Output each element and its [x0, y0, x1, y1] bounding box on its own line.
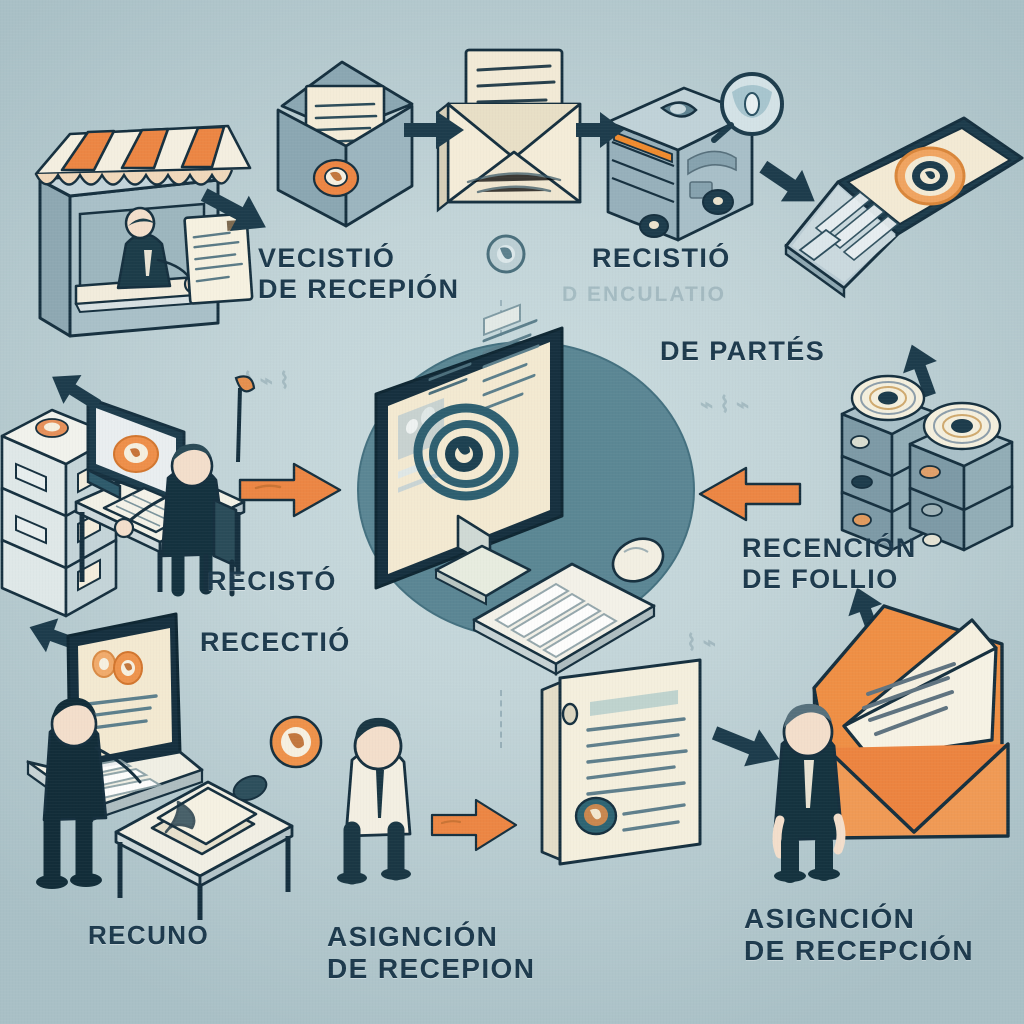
label-asigncion-de-recepion: ASIGNCIÓN DE RECEPION: [327, 921, 536, 985]
arrow-archive-top: [892, 336, 949, 404]
scene-desk-worker: [0, 366, 256, 618]
monitor-seal-icon: [113, 435, 159, 473]
scene-archive-boxes: [834, 368, 1024, 558]
label-recistio: RECISTIÓ: [592, 243, 731, 273]
label-recisto: RECISTÓ: [207, 566, 337, 596]
label-asigncion-de-recepcion: ASIGNCIÓN DE RECEPCIÓN: [744, 903, 974, 967]
scene-service-counter: [18, 118, 268, 343]
label-recectio: RECECTIÓ: [200, 627, 351, 657]
seal-laptop-icon: [894, 146, 966, 206]
arrow-counter-top: [40, 360, 109, 423]
label-de-partes: DE PARTÉS: [660, 336, 826, 366]
label-recuno: RECUNO: [88, 920, 210, 950]
magnifier-icon: [711, 72, 784, 143]
arrow-person-to-doc: [428, 796, 520, 854]
label-vecistio-de-recepion: VECISTIÓ DE RECEPIÓN: [258, 243, 460, 305]
arrow-boxes-to-center: [698, 462, 804, 526]
arrow-envelope-to-van: [574, 110, 626, 150]
scene-orange-envelope: [766, 592, 1024, 883]
arrow-desk-to-center: [236, 458, 344, 522]
scene-open-envelope: [434, 42, 594, 222]
seal-desk-icon: [35, 418, 69, 438]
arrow-van-to-laptop: [749, 147, 828, 220]
ghost-marks-bottom: ⌇⌁: [686, 630, 722, 655]
scene-central-workstation: [357, 303, 696, 676]
scene-stamped-document: [528, 656, 718, 876]
seal-box-icon: [312, 158, 360, 198]
scene-open-box-documents: [272, 58, 432, 238]
scene-scanner-van: [592, 62, 792, 242]
arrow-box-to-envelope: [402, 108, 466, 152]
document-seal-icon: [574, 796, 618, 836]
scene-laptop-registry: [784, 116, 1024, 318]
laptop-screen-seals: [92, 650, 143, 685]
scene-laptop-worker: [0, 612, 326, 920]
seal-floating-small: [484, 232, 528, 276]
label-recencion-de-follio: RECENCIÓN DE FOLLIO: [742, 533, 917, 595]
arrow-doc-to-envelope: [704, 710, 791, 782]
paper-roll-right: [922, 401, 1002, 451]
dotted-connector-bottom: [500, 690, 502, 748]
paper-roll-left: [850, 374, 926, 422]
ghost-marks-right: ⌁⌇⌁: [700, 392, 756, 417]
seal-round-icon: [268, 714, 324, 770]
seal-monitor-icon: [413, 403, 519, 501]
scene-standing-person: [328, 702, 438, 885]
arrow-counter-to-box: [192, 173, 279, 248]
ghost-label-sulatio: D ENCULATIO: [562, 283, 726, 306]
